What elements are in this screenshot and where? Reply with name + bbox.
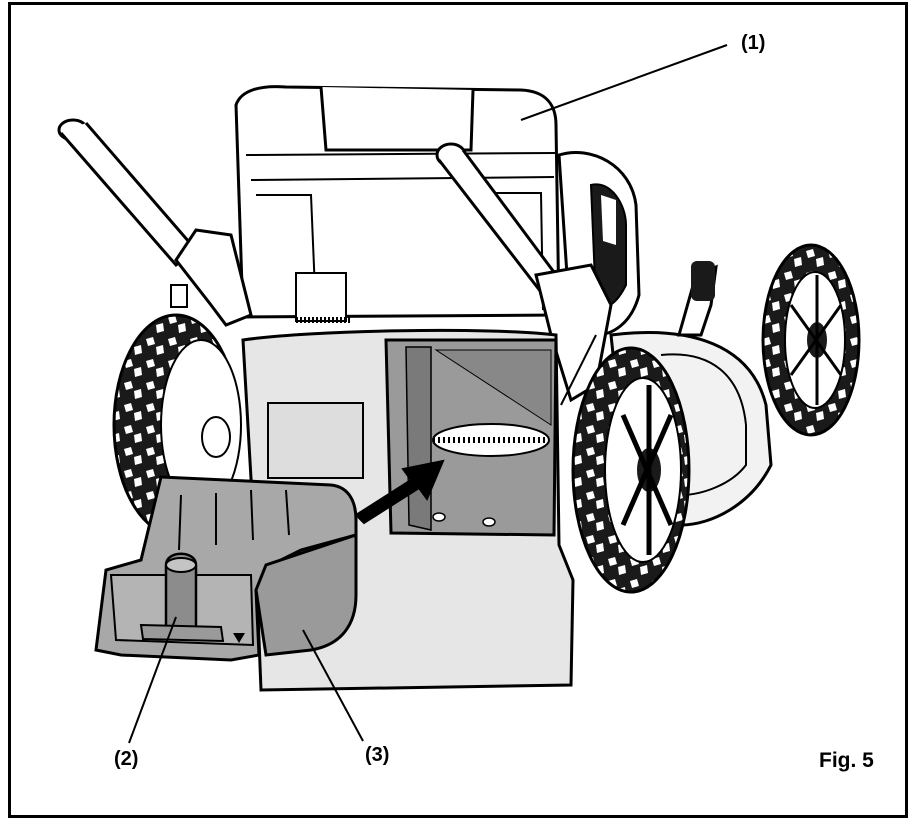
mulching-insert <box>94 475 358 662</box>
callout-2: (2) <box>114 748 139 770</box>
figure-frame: (1) (2) (3) Fig. 5 <box>8 2 908 818</box>
handle-right <box>435 142 613 406</box>
rear-flap <box>234 85 561 323</box>
battery-cover <box>557 150 641 337</box>
front-right-wheel <box>571 346 691 594</box>
callout-3: (3) <box>365 744 390 766</box>
figure-label: Fig. 5 <box>819 749 874 772</box>
leader-lines <box>128 44 728 744</box>
lawn-mower-illustration <box>57 44 861 744</box>
callout-1: (1) <box>741 32 766 54</box>
insertion-arrow <box>354 459 445 525</box>
handle-left <box>57 118 253 327</box>
rear-right-wheel <box>761 243 861 437</box>
